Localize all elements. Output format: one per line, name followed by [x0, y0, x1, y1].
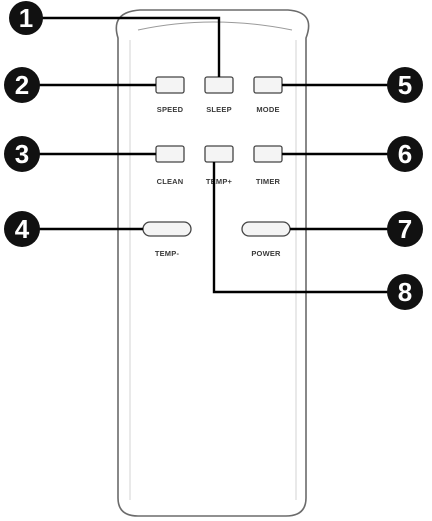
remote-body [115, 9, 310, 517]
callout-4: 4 [4, 211, 40, 247]
svg-text:6: 6 [398, 139, 412, 169]
sleep-button[interactable] [204, 76, 234, 94]
callout-7: 7 [387, 211, 423, 247]
callout-5: 5 [387, 67, 423, 103]
power-label: POWER [251, 249, 281, 258]
leader-line-1 [38, 16, 221, 77]
remote-top-edge [137, 21, 293, 31]
timer-label: TIMER [256, 177, 281, 186]
callout-1: 1 [9, 1, 43, 35]
temp-plus-button[interactable] [204, 145, 234, 163]
svg-text:8: 8 [398, 277, 412, 307]
clean-button[interactable] [155, 145, 185, 163]
power-button[interactable] [241, 221, 291, 237]
mode-label: MODE [256, 105, 279, 114]
callout-2: 2 [4, 67, 40, 103]
timer-button[interactable] [253, 145, 283, 163]
svg-text:5: 5 [398, 70, 412, 100]
temp-minus-button[interactable] [142, 221, 192, 237]
speed-label: SPEED [157, 105, 184, 114]
speed-button[interactable] [155, 76, 185, 94]
leader-line-8 [212, 162, 405, 294]
mode-button[interactable] [253, 76, 283, 94]
svg-text:2: 2 [15, 70, 29, 100]
callout-3: 3 [4, 136, 40, 172]
temp-plus-label: TEMP+ [206, 177, 233, 186]
callout-6: 6 [387, 136, 423, 172]
svg-text:7: 7 [398, 214, 412, 244]
sleep-label: SLEEP [206, 105, 232, 114]
clean-label: CLEAN [157, 177, 184, 186]
svg-text:1: 1 [19, 3, 33, 33]
temp-minus-label: TEMP- [155, 249, 180, 258]
svg-text:3: 3 [15, 139, 29, 169]
svg-text:4: 4 [15, 214, 30, 244]
callout-8: 8 [387, 274, 423, 310]
